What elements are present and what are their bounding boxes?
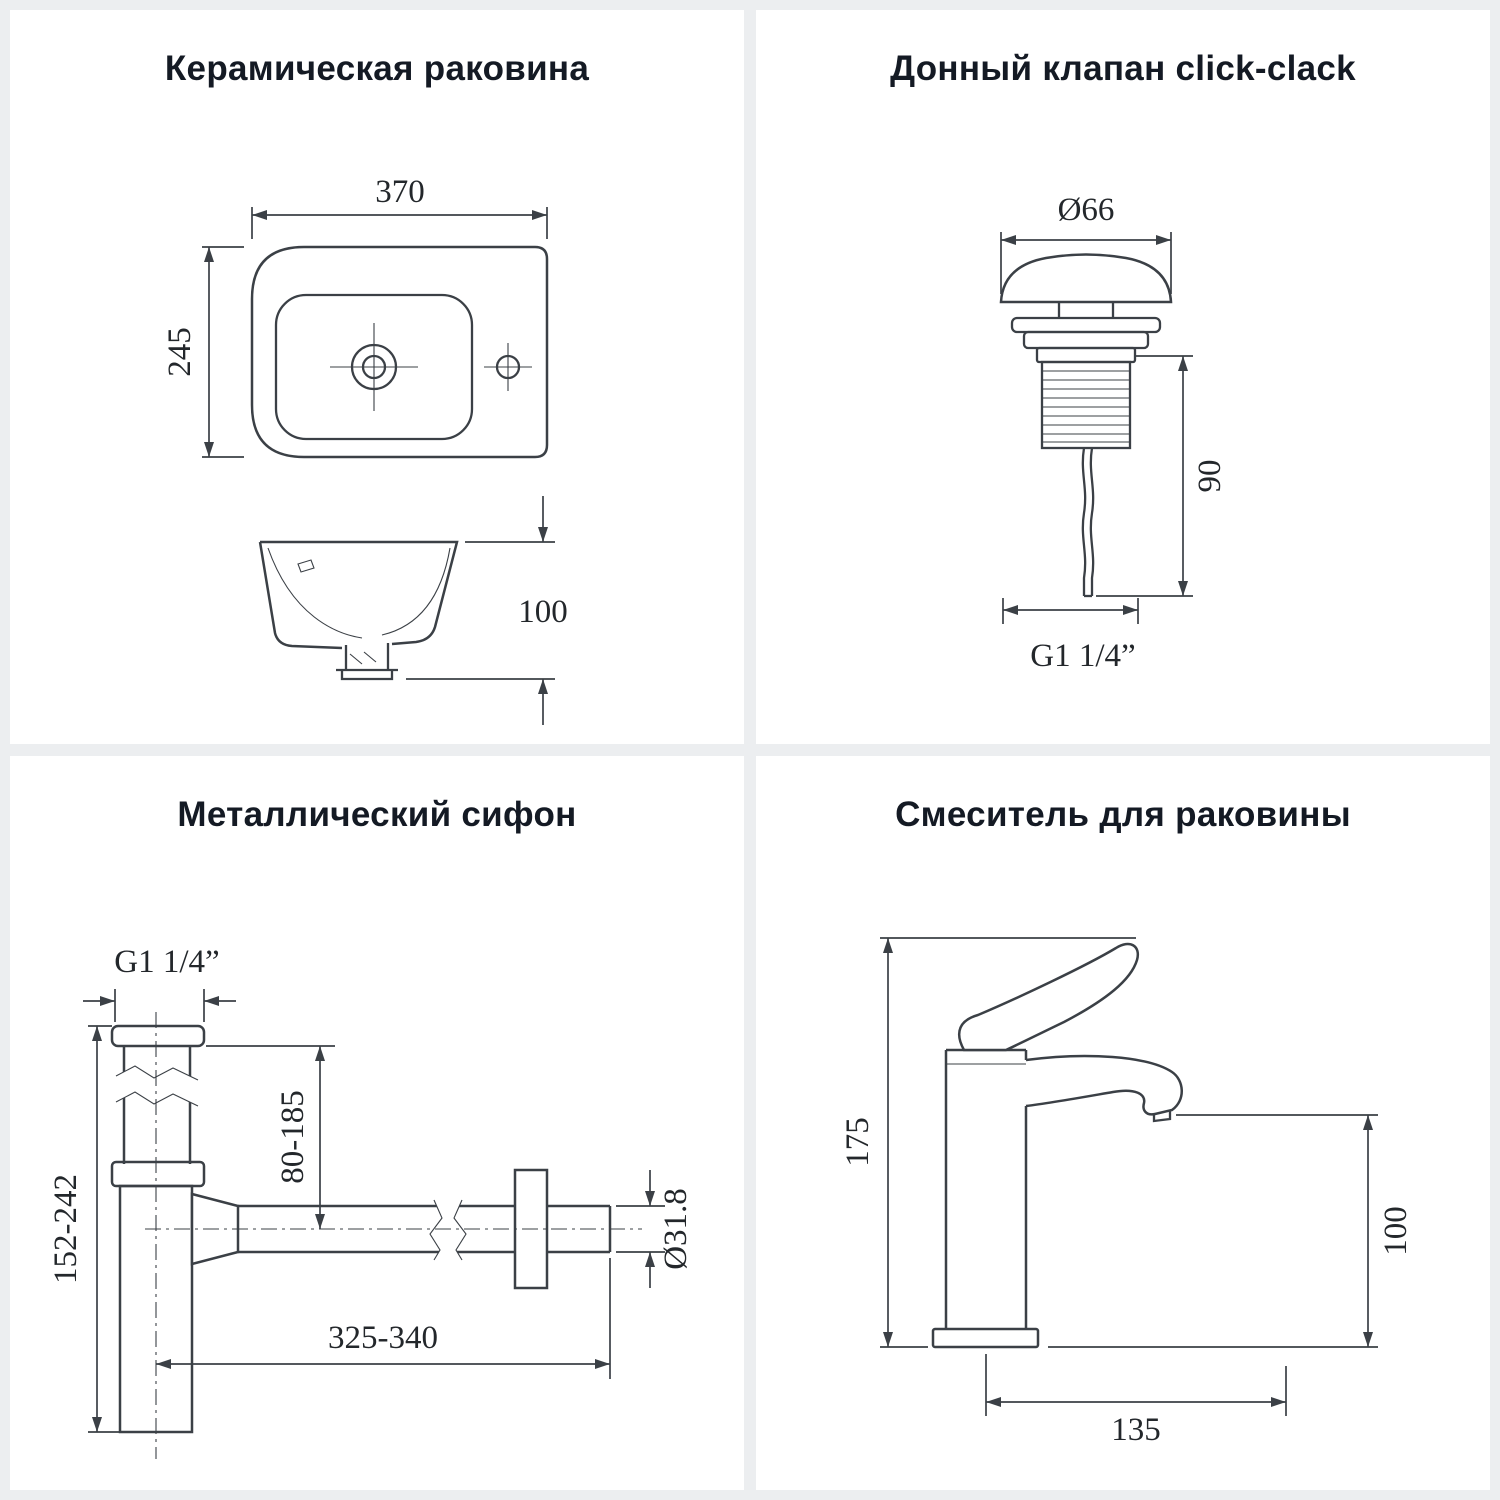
panel-valve: Донный клапан click-clack Ø66: [756, 10, 1490, 744]
dim-label-siphon-length: 325-340: [328, 1320, 438, 1356]
panel-faucet: Смеситель для раковины 175: [756, 756, 1490, 1490]
dim-faucet-spout-height: 100: [1048, 1114, 1414, 1348]
panel-siphon: Металлический сифон G1 1/4”: [10, 756, 744, 1490]
panel-siphon-title: Металлический сифон: [177, 795, 577, 834]
dim-valve-diameter: Ø66: [1000, 192, 1172, 294]
dim-siphon-length: 325-340: [156, 1258, 611, 1379]
dim-faucet-height: 175: [840, 937, 1136, 1348]
valve-drawing: Ø66 90: [999, 192, 1228, 674]
dim-label-valve-height: 90: [1192, 460, 1228, 493]
dim-label-siphon-thread: G1 1/4”: [114, 944, 219, 980]
sink-drawing: 370 245 10: [162, 174, 568, 725]
dim-label-faucet-height: 175: [840, 1117, 876, 1167]
dim-label-sink-width: 370: [375, 174, 425, 210]
dim-siphon-thread: G1 1/4”: [83, 944, 236, 1022]
faucet-drawing: 175 100 135: [840, 937, 1414, 1448]
dim-valve-height: 90: [1096, 355, 1228, 597]
dim-label-sink-height: 100: [518, 594, 568, 630]
panel-sink-title: Керамическая раковина: [164, 49, 590, 88]
dim-label-siphon-inlet: 80-185: [275, 1090, 311, 1184]
dim-valve-thread: G1 1/4”: [1002, 598, 1139, 674]
dim-faucet-base-length: 135: [985, 1354, 1287, 1448]
sink-top-view: [250, 245, 549, 459]
panel-sink: Керамическая раковина 370: [10, 10, 744, 744]
dim-label-faucet-spout-height: 100: [1378, 1206, 1414, 1256]
dim-label-valve-thread: G1 1/4”: [1030, 638, 1135, 674]
dim-siphon-inlet: 80-185: [206, 1045, 335, 1229]
panel-faucet-title: Смеситель для раковины: [895, 795, 1351, 834]
panel-valve-title: Донный клапан click-clack: [890, 49, 1356, 88]
sink-side-view: [258, 540, 459, 681]
dim-sink-height: 100: [406, 496, 568, 725]
dim-sink-depth: 245: [162, 246, 244, 458]
dim-siphon-height: 152-242: [48, 1025, 120, 1433]
faucet-body: [931, 942, 1183, 1349]
dim-sink-width: 370: [251, 174, 548, 239]
dim-label-siphon-pipe-diameter: Ø31.8: [658, 1188, 694, 1270]
dim-label-sink-depth: 245: [162, 327, 198, 377]
siphon-body: [110, 1012, 642, 1459]
dim-label-siphon-height: 152-242: [48, 1174, 84, 1284]
dim-label-valve-diameter: Ø66: [1058, 192, 1115, 228]
siphon-drawing: G1 1/4”: [48, 944, 694, 1459]
dim-siphon-pipe-diameter: Ø31.8: [616, 1170, 694, 1288]
dim-label-faucet-base-length: 135: [1111, 1412, 1161, 1448]
valve-body: [999, 253, 1173, 598]
